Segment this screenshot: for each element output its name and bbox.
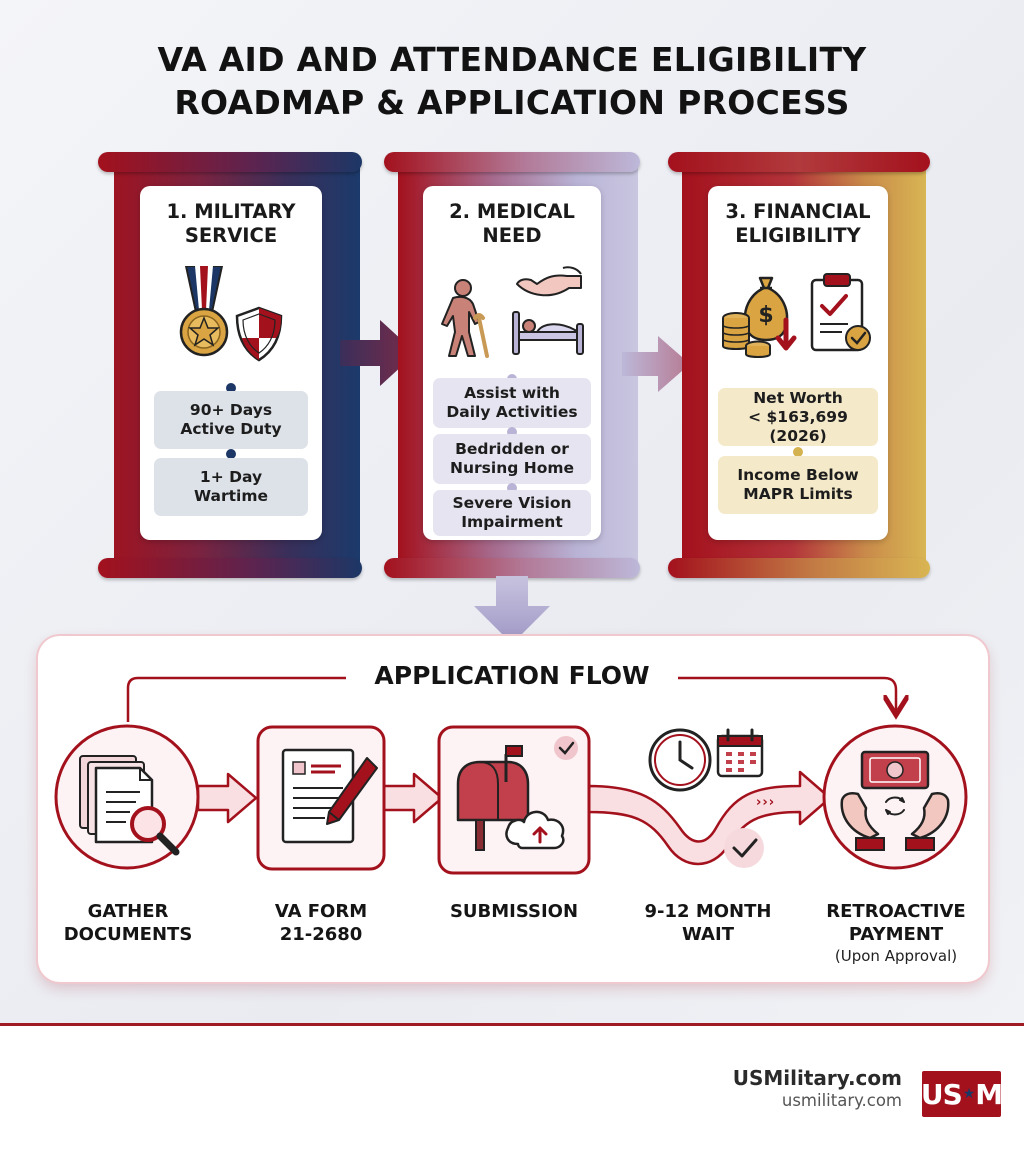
pillar-medical-top-cap: [384, 152, 640, 172]
item-marker-dot: [507, 483, 517, 493]
step-label-retroactive-payment: RETROACTIVE PAYMENT: [826, 901, 966, 945]
step-label-submission: SUBMISSION: [449, 901, 579, 922]
step-label-va-form: VA FORM 21-2680: [274, 901, 368, 945]
page-title: VA AID AND ATTENDANCE ELIGIBILITY ROADMA…: [0, 38, 1024, 124]
pillar-financial-bottom-cap: [668, 558, 930, 578]
pillar-military-top-cap: [98, 152, 362, 172]
arrow-pillars-to-flow: [474, 576, 550, 644]
step-label-gather-documents: GATHER DOCUMENTS: [63, 901, 193, 945]
pillar-military-bottom-cap: [98, 558, 362, 578]
footer-url: usmilitary.com: [781, 1091, 902, 1110]
svg-text:$: $: [758, 303, 773, 328]
footer-brand-name: USMilitary.com: [732, 1066, 902, 1090]
title-line-2: ROADMAP & APPLICATION PROCESS: [174, 83, 850, 122]
item-marker-dot: [226, 449, 236, 459]
clock-calendar-icon: [648, 728, 764, 868]
shield-icon: [235, 306, 283, 362]
money-bag-coins-icon: $: [722, 276, 797, 358]
medal-icon: [179, 266, 229, 357]
application-flow-title: APPLICATION FLOW: [374, 661, 650, 690]
pillar-financial-top-cap: [668, 152, 930, 172]
usm-logo: US★M: [921, 1071, 1003, 1117]
item-marker-dot: [226, 383, 236, 393]
form-pencil-icon: [256, 725, 386, 871]
helping-hand-icon: [516, 266, 582, 297]
documents-magnifier-icon: [54, 724, 200, 870]
item-marker-dot: [507, 427, 517, 437]
checklist-clipboard-icon: [810, 273, 871, 352]
footer-divider: [0, 1023, 1024, 1026]
item-marker-dot: [793, 447, 803, 457]
footer: [0, 1026, 1024, 1154]
hands-money-icon: [822, 724, 968, 870]
step-label-wait: 9-12 MONTH WAIT: [644, 901, 772, 945]
title-line-1: VA AID AND ATTENDANCE ELIGIBILITY: [157, 40, 867, 79]
step-sub-upon-approval: (Upon Approval): [834, 947, 958, 965]
pillar-medical-bottom-cap: [384, 558, 640, 578]
mailbox-cloud-upload-icon: [437, 725, 591, 875]
pillar-financial-title: 3. FINANCIAL ELIGIBILITY: [725, 200, 871, 247]
pillar-medical-title: 2. MEDICAL NEED: [449, 200, 575, 247]
arrow-medical-to-financial: [622, 336, 690, 392]
hospital-bed-icon: [512, 311, 584, 355]
elderly-person-cane-icon: [441, 279, 489, 358]
pillar-military-title: 1. MILITARY SERVICE: [166, 200, 296, 247]
financial-item-net-worth: Net Worth< $163,699 (2026): [718, 388, 878, 446]
arrow-military-to-medical: [340, 320, 416, 386]
pillar-financial-card: 3. FINANCIAL ELIGIBILITY $ Net Worth< $1…: [708, 186, 888, 540]
star-icon: ★: [962, 1086, 976, 1102]
svg-text:›››: ›››: [756, 795, 775, 810]
